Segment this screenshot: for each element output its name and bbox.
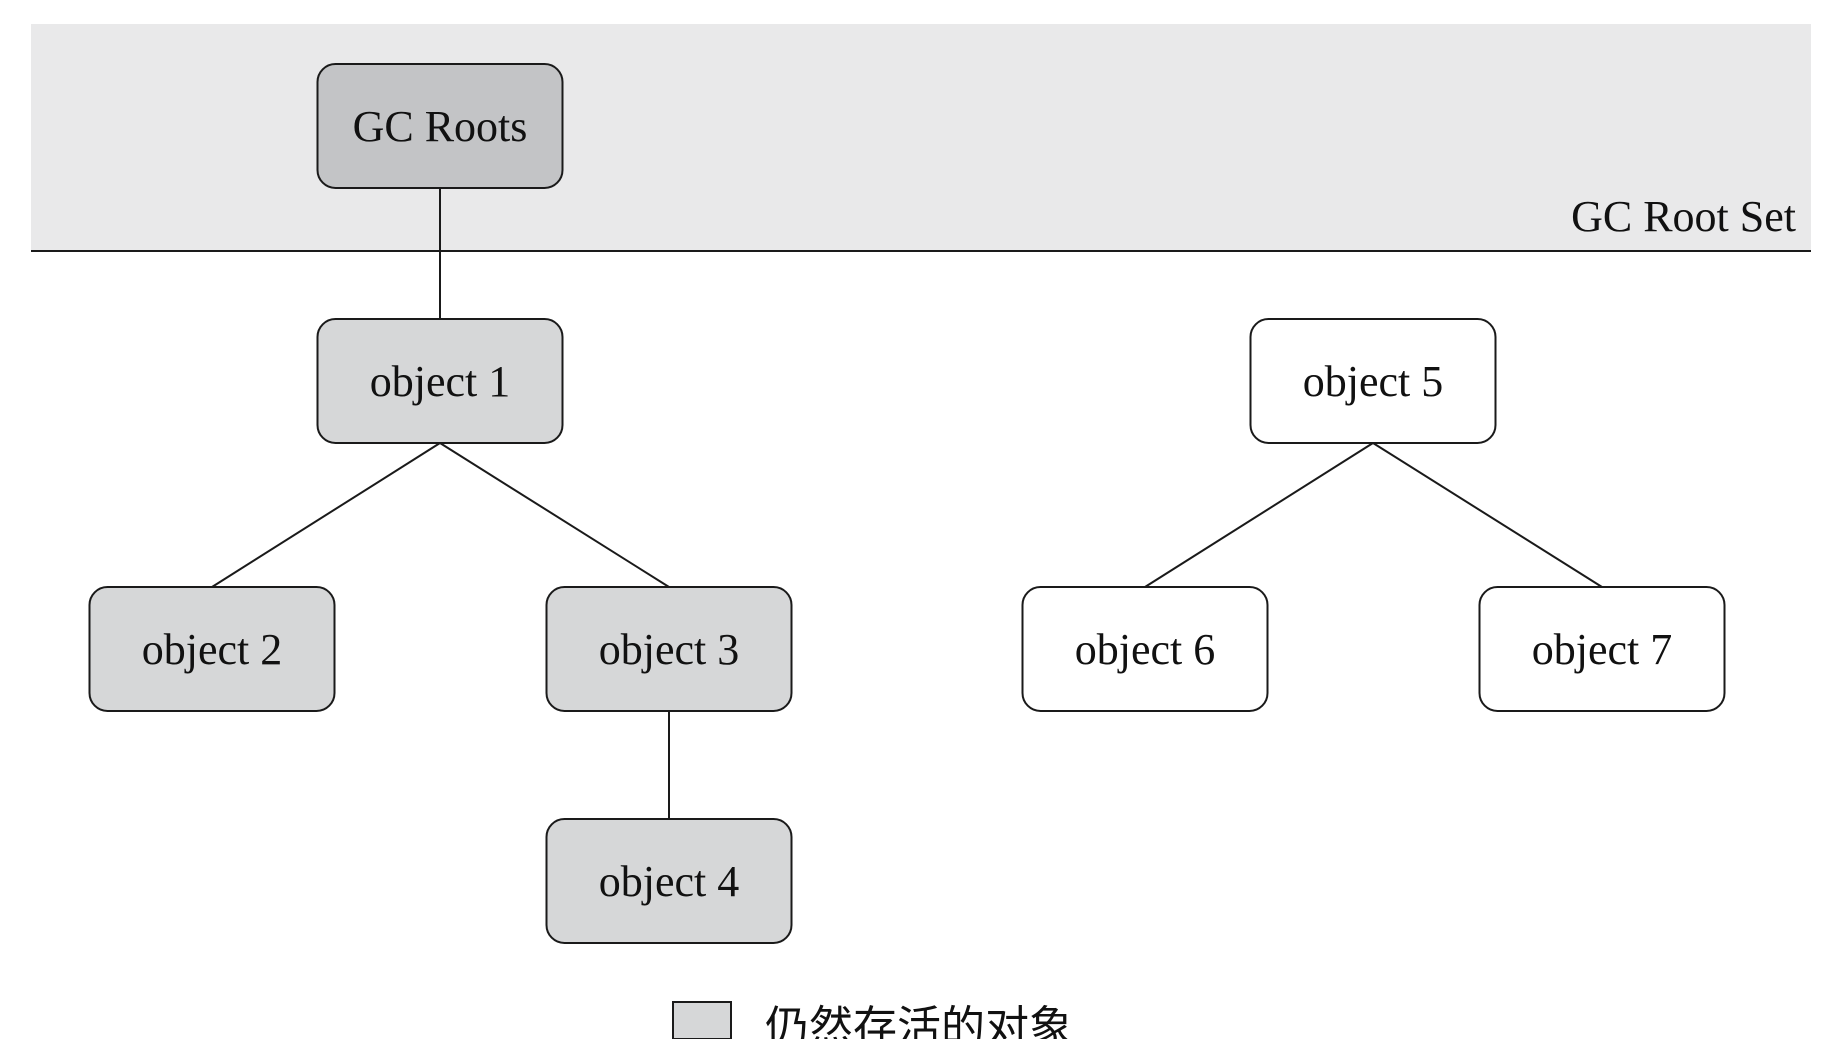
node-object-7: object 7 [1478, 586, 1726, 712]
node-object-6: object 6 [1021, 586, 1269, 712]
gc-roots-label: GC Roots [353, 102, 528, 151]
object-2-box [88, 586, 336, 712]
object-6-label: object 6 [1075, 625, 1216, 674]
object-nodes: GC Roots object 1 object 2 object 3 object 4… [88, 63, 1726, 944]
edge-object-1-to-object-3 [439, 442, 670, 588]
gc-root-set-region [31, 24, 1811, 251]
object-3-label: object 3 [599, 625, 740, 674]
object-5-label: object 5 [1303, 357, 1444, 406]
reference-edges [211, 188, 1603, 819]
object-4-label: object 4 [599, 857, 740, 906]
object-7-label: object 7 [1532, 625, 1673, 674]
gc-root-set-label: GC Root Set [1571, 192, 1796, 241]
object-7-box [1478, 586, 1726, 712]
object-3-box [545, 586, 793, 712]
node-gc-roots: GC Roots [316, 63, 564, 189]
legend-alive-label: 仍然存活的对象 [765, 1003, 1073, 1039]
object-1-label: object 1 [370, 357, 511, 406]
legend-alive-swatch [672, 1001, 732, 1039]
edge-object-5-to-object-6 [1144, 442, 1374, 588]
node-object-4: object 4 [545, 818, 793, 944]
object-4-box [545, 818, 793, 944]
object-2-label: object 2 [142, 625, 283, 674]
legend: 仍然存活的对象 [672, 1001, 1073, 1039]
edge-object-5-to-object-7 [1372, 442, 1603, 588]
edge-object-1-to-object-2 [211, 442, 441, 588]
object-5-box [1249, 318, 1497, 444]
object-6-box [1021, 586, 1269, 712]
node-object-1: object 1 [316, 318, 564, 444]
node-object-2: object 2 [88, 586, 336, 712]
node-object-5: object 5 [1249, 318, 1497, 444]
object-1-box [316, 318, 564, 444]
node-object-3: object 3 [545, 586, 793, 712]
gc-roots-box [316, 63, 564, 189]
